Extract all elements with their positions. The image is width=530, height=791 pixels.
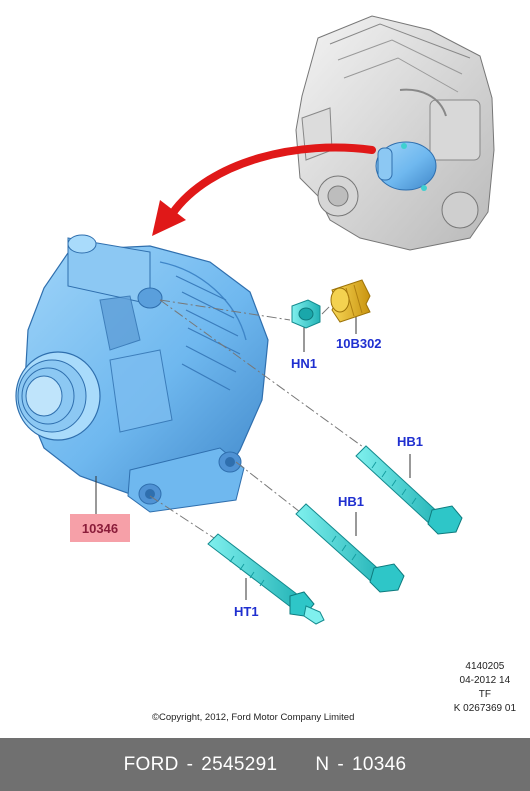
callout-hb1-upper: HB1 (397, 434, 424, 449)
engine-block-illustration (295, 15, 495, 251)
footer-bar: FORD - 2545291 N - 10346 (0, 738, 530, 791)
reference-line-3: TF (478, 689, 491, 700)
location-arrow (152, 143, 376, 236)
footer-part-number: 2545291 (201, 753, 278, 775)
alternator-illustration (15, 234, 269, 513)
reference-line-1: 4140205 (465, 661, 505, 672)
assembly-lines (149, 299, 371, 539)
bolt-hb1-lower (295, 503, 405, 593)
footer-separator-2: - (337, 753, 345, 775)
reference-line-4: K 0267369 01 (453, 703, 516, 714)
stud-ht1 (207, 533, 325, 625)
callout-alternator-10346: 10346 (70, 514, 130, 542)
bolt-hb1-upper (355, 445, 463, 535)
reference-line-2: 04-2012 14 (459, 675, 511, 686)
alternator-location-highlight (375, 141, 437, 191)
copyright-notice: ©Copyright, 2012, Ford Motor Company Lim… (152, 712, 355, 723)
callout-10b302: 10B302 (336, 336, 382, 351)
callout-hn1: HN1 (291, 356, 318, 371)
footer-code: 10346 (352, 753, 407, 775)
footer-separator-1: - (186, 753, 194, 775)
nut-hn1 (291, 299, 321, 329)
footer-prefix: N (315, 753, 330, 775)
exploded-parts-diagram (15, 15, 495, 625)
reference-block: 4140205 04-2012 14 TF K 0267369 01 (454, 660, 516, 716)
sleeve-10b302 (330, 279, 371, 323)
callout-ht1: HT1 (234, 604, 259, 619)
footer-brand: FORD (123, 753, 179, 775)
callout-hb1-lower: HB1 (338, 494, 365, 509)
